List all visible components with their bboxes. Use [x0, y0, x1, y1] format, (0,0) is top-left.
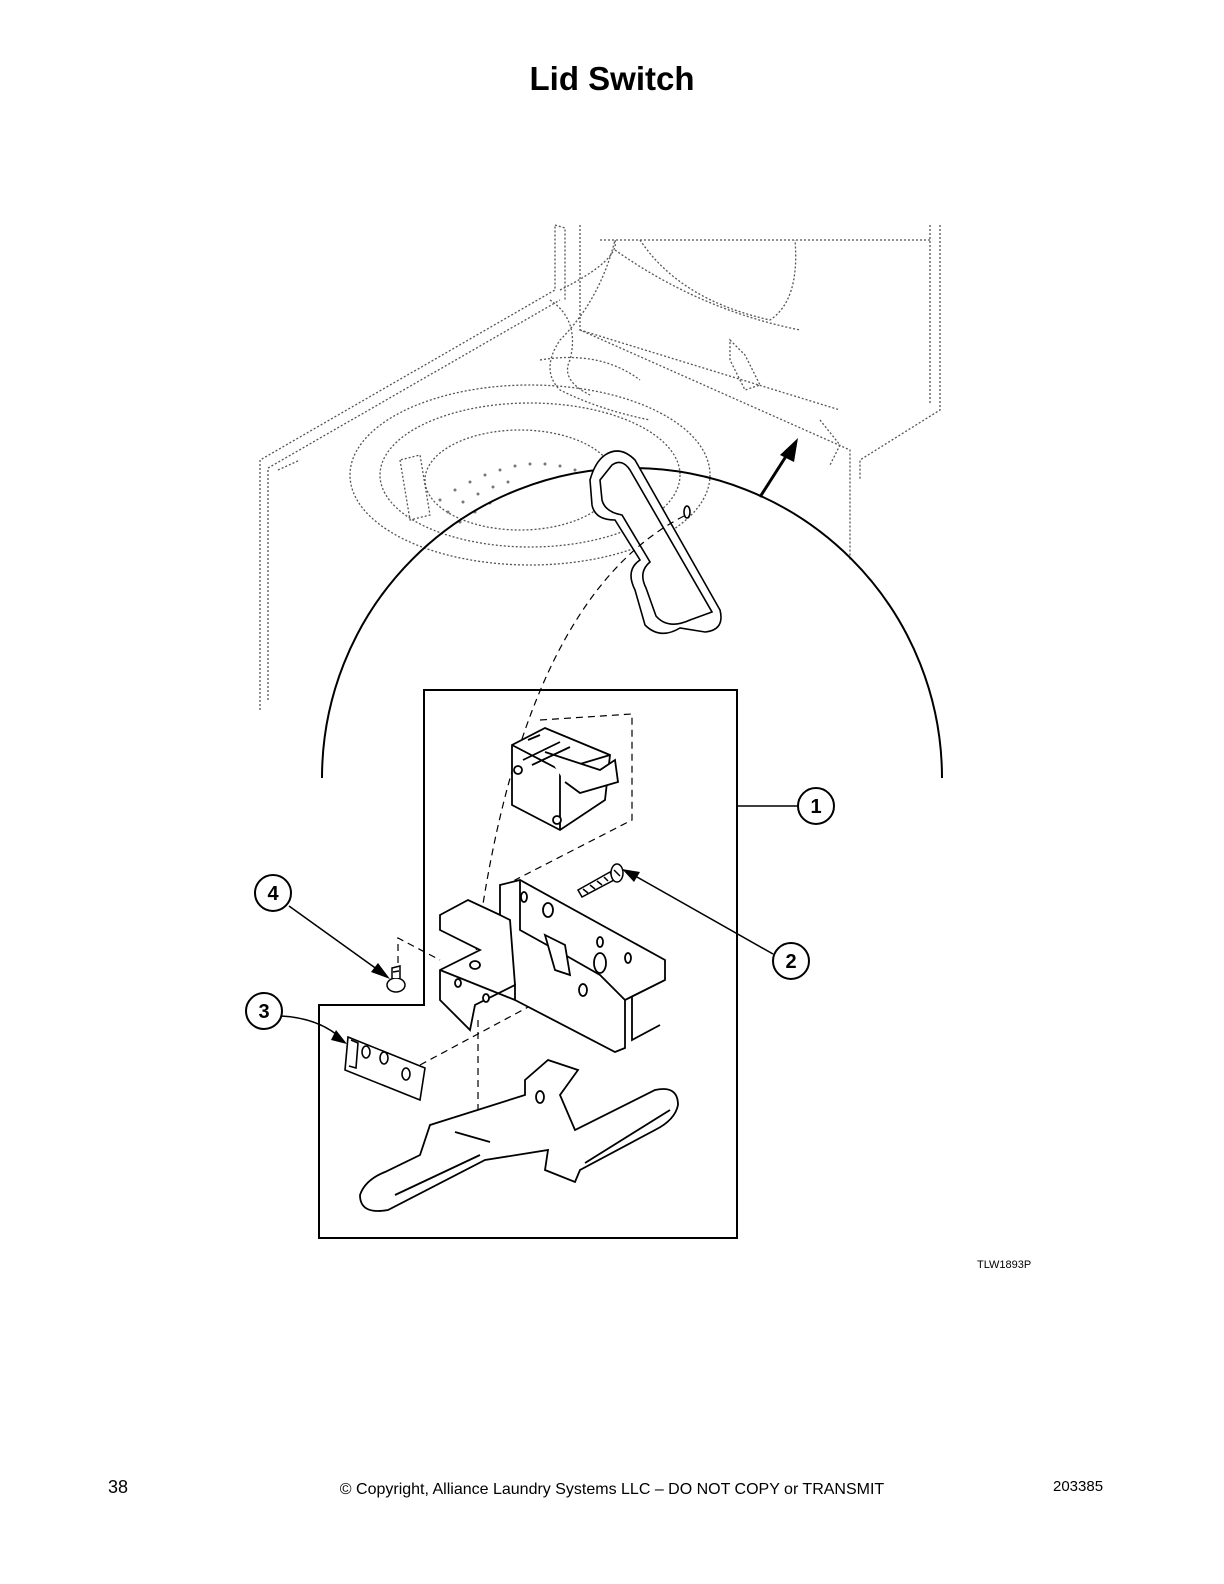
parts-detail-box — [318, 689, 738, 1239]
callout-4: 4 — [254, 874, 292, 912]
location-arrow — [758, 438, 798, 498]
copyright-notice: © Copyright, Alliance Laundry Systems LL… — [339, 1481, 885, 1498]
page-title: Lid Switch — [529, 60, 695, 97]
callout-1: 1 — [797, 787, 835, 825]
callout-3: 3 — [245, 992, 283, 1030]
cabinet-mounting-slot — [589, 450, 722, 635]
page-number: 38 — [108, 1477, 129, 1497]
actuator-lever-part — [359, 1058, 679, 1212]
small-screw-part — [386, 965, 406, 993]
callout-4-label: 4 — [267, 883, 279, 905]
callout-2: 2 — [772, 942, 810, 980]
figure-id: TLW1893P — [977, 1259, 1032, 1271]
drum-perforation-dots — [438, 462, 577, 524]
plate-part — [344, 1035, 426, 1102]
callout-1-label: 1 — [810, 796, 821, 818]
document-number: 203385 — [1053, 1478, 1104, 1495]
leader-arrowheads — [331, 869, 640, 1044]
callout-3-label: 3 — [258, 1001, 269, 1023]
lid-switch-part — [511, 727, 619, 832]
screw-part — [576, 863, 624, 899]
switch-bracket-part — [439, 879, 666, 1053]
callout-2-label: 2 — [785, 951, 796, 973]
